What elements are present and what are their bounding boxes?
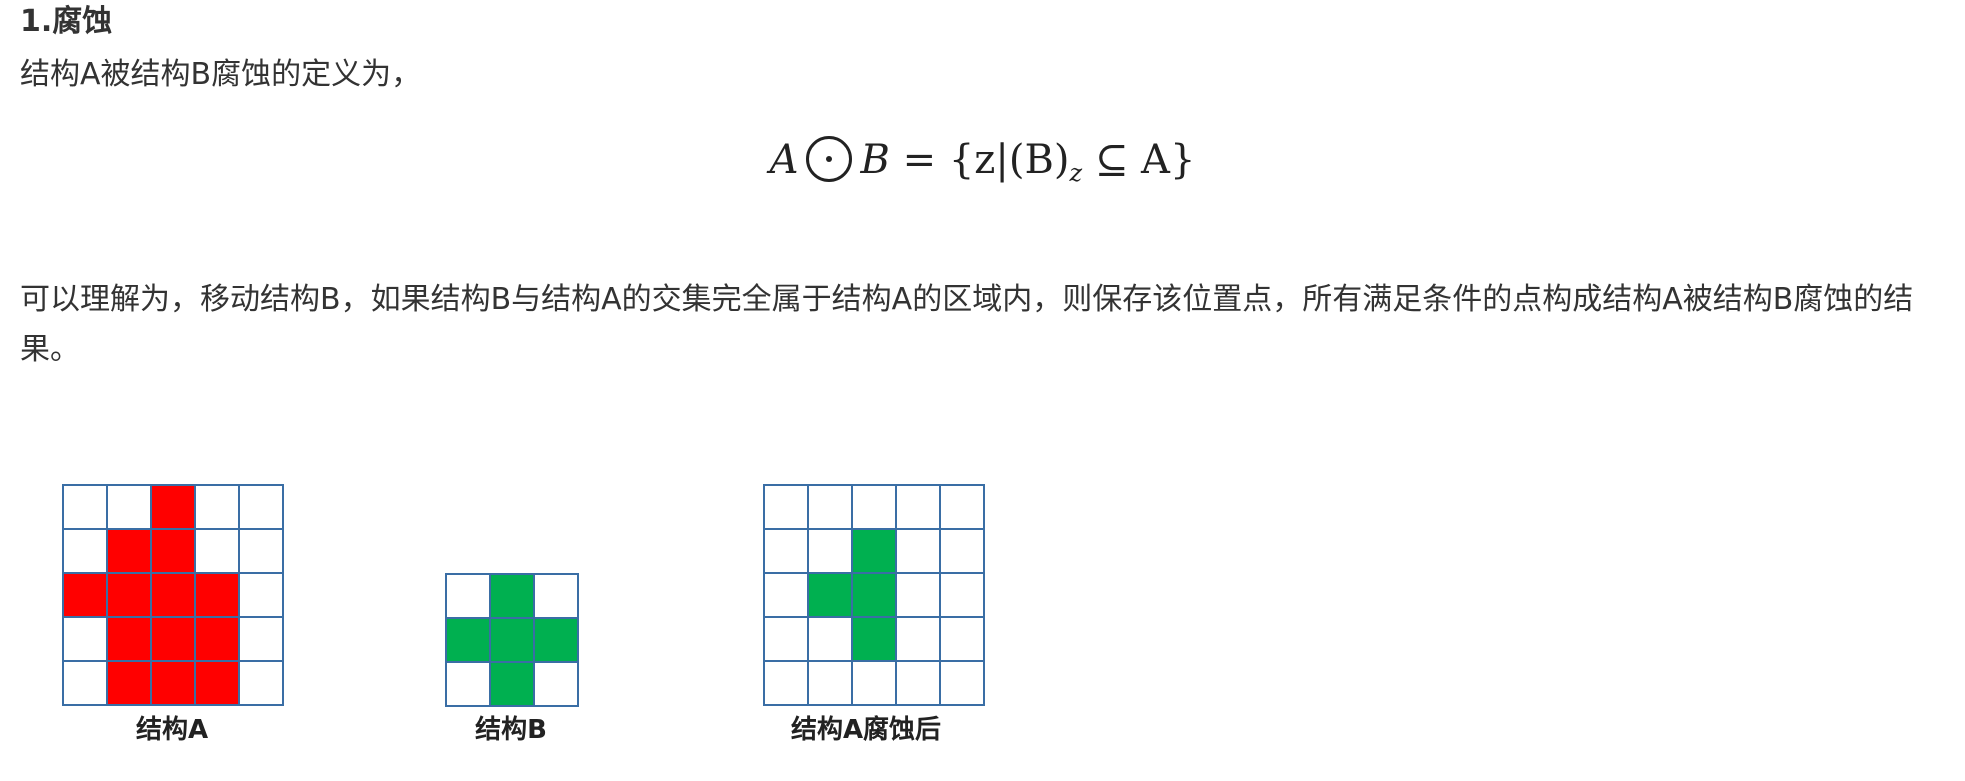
- grid-cell-filled: [194, 616, 240, 662]
- grid-cell-empty: [238, 616, 284, 662]
- grid-cell-empty: [238, 484, 284, 530]
- grid-cell-empty: [763, 528, 809, 574]
- grid-cell-filled: [807, 572, 853, 618]
- grid-cell-filled: [106, 572, 152, 618]
- grid-cell-empty: [194, 484, 240, 530]
- grid-cell-empty: [807, 660, 853, 706]
- grid-cell-empty: [939, 528, 985, 574]
- grid-cell-filled: [851, 616, 897, 662]
- grid-cell-filled: [533, 617, 579, 663]
- grid-cell-empty: [807, 616, 853, 662]
- grid-cell-filled: [150, 484, 196, 530]
- grid-cell-empty: [939, 572, 985, 618]
- grid-cell-filled: [62, 572, 108, 618]
- grid-cell-empty: [194, 528, 240, 574]
- definition-intro: 结构A被结构B腐蚀的定义为，: [20, 57, 422, 92]
- grid-cell-filled: [489, 573, 535, 619]
- formula-set-b: B: [860, 137, 890, 183]
- grid-cell-filled: [194, 660, 240, 706]
- grid-cell-empty: [106, 484, 152, 530]
- grid-cell-empty: [763, 484, 809, 530]
- grid-cell-empty: [895, 616, 941, 662]
- formula-rhs-open: {z|(B): [948, 137, 1070, 183]
- grid-cell-empty: [763, 660, 809, 706]
- grid-cell-empty: [238, 660, 284, 706]
- grid-cell-empty: [939, 484, 985, 530]
- grid-cell-empty: [807, 484, 853, 530]
- grid-cell-empty: [238, 528, 284, 574]
- grid-cell-empty: [851, 660, 897, 706]
- grid-structure-b: [445, 573, 579, 707]
- grid-cell-empty: [62, 660, 108, 706]
- grid-cell-empty: [807, 528, 853, 574]
- grid-cell-filled: [150, 528, 196, 574]
- grid-cell-filled: [150, 660, 196, 706]
- grid-structure-a: [62, 484, 284, 706]
- grid-cell-empty: [895, 528, 941, 574]
- grid-structure-a-eroded: [763, 484, 985, 706]
- grid-cell-empty: [895, 572, 941, 618]
- caption-structure-a-eroded: 结构A腐蚀后: [791, 715, 941, 745]
- caption-structure-b: 结构B: [475, 715, 547, 745]
- grid-cell-empty: [62, 484, 108, 530]
- erosion-formula: A B = {z|(B)z ⊆ A}: [0, 128, 1965, 192]
- grid-cell-filled: [150, 572, 196, 618]
- grid-cell-empty: [763, 572, 809, 618]
- grid-cell-empty: [445, 661, 491, 707]
- formula-equals: =: [902, 137, 937, 183]
- erosion-operator-icon: [806, 136, 853, 182]
- grid-cell-empty: [895, 484, 941, 530]
- caption-structure-a: 结构A: [136, 715, 208, 745]
- grid-cell-filled: [106, 528, 152, 574]
- grid-cell-empty: [939, 660, 985, 706]
- grid-cell-filled: [851, 528, 897, 574]
- grid-cell-filled: [445, 617, 491, 663]
- grid-cell-filled: [851, 572, 897, 618]
- formula-set-a: A: [769, 137, 799, 183]
- grid-cell-filled: [489, 617, 535, 663]
- grid-cell-empty: [62, 528, 108, 574]
- grid-cell-filled: [194, 572, 240, 618]
- section-heading: 1.腐蚀: [20, 4, 113, 39]
- grid-cell-empty: [895, 660, 941, 706]
- grid-cell-empty: [238, 572, 284, 618]
- grid-cell-empty: [851, 484, 897, 530]
- grid-cell-filled: [489, 661, 535, 707]
- grid-cell-filled: [106, 660, 152, 706]
- formula-rhs-close: ⊆ A}: [1094, 137, 1196, 183]
- grid-cell-empty: [445, 573, 491, 619]
- grid-cell-empty: [763, 616, 809, 662]
- grid-cell-filled: [106, 616, 152, 662]
- grid-cell-empty: [62, 616, 108, 662]
- grid-cell-empty: [939, 616, 985, 662]
- grid-cell-empty: [533, 573, 579, 619]
- grid-cell-empty: [533, 661, 579, 707]
- formula-subscript: z: [1069, 159, 1083, 187]
- explanation-text: 可以理解为，移动结构B，如果结构B与结构A的交集完全属于结构A的区域内，则保存该…: [20, 282, 1914, 367]
- grid-cell-filled: [150, 616, 196, 662]
